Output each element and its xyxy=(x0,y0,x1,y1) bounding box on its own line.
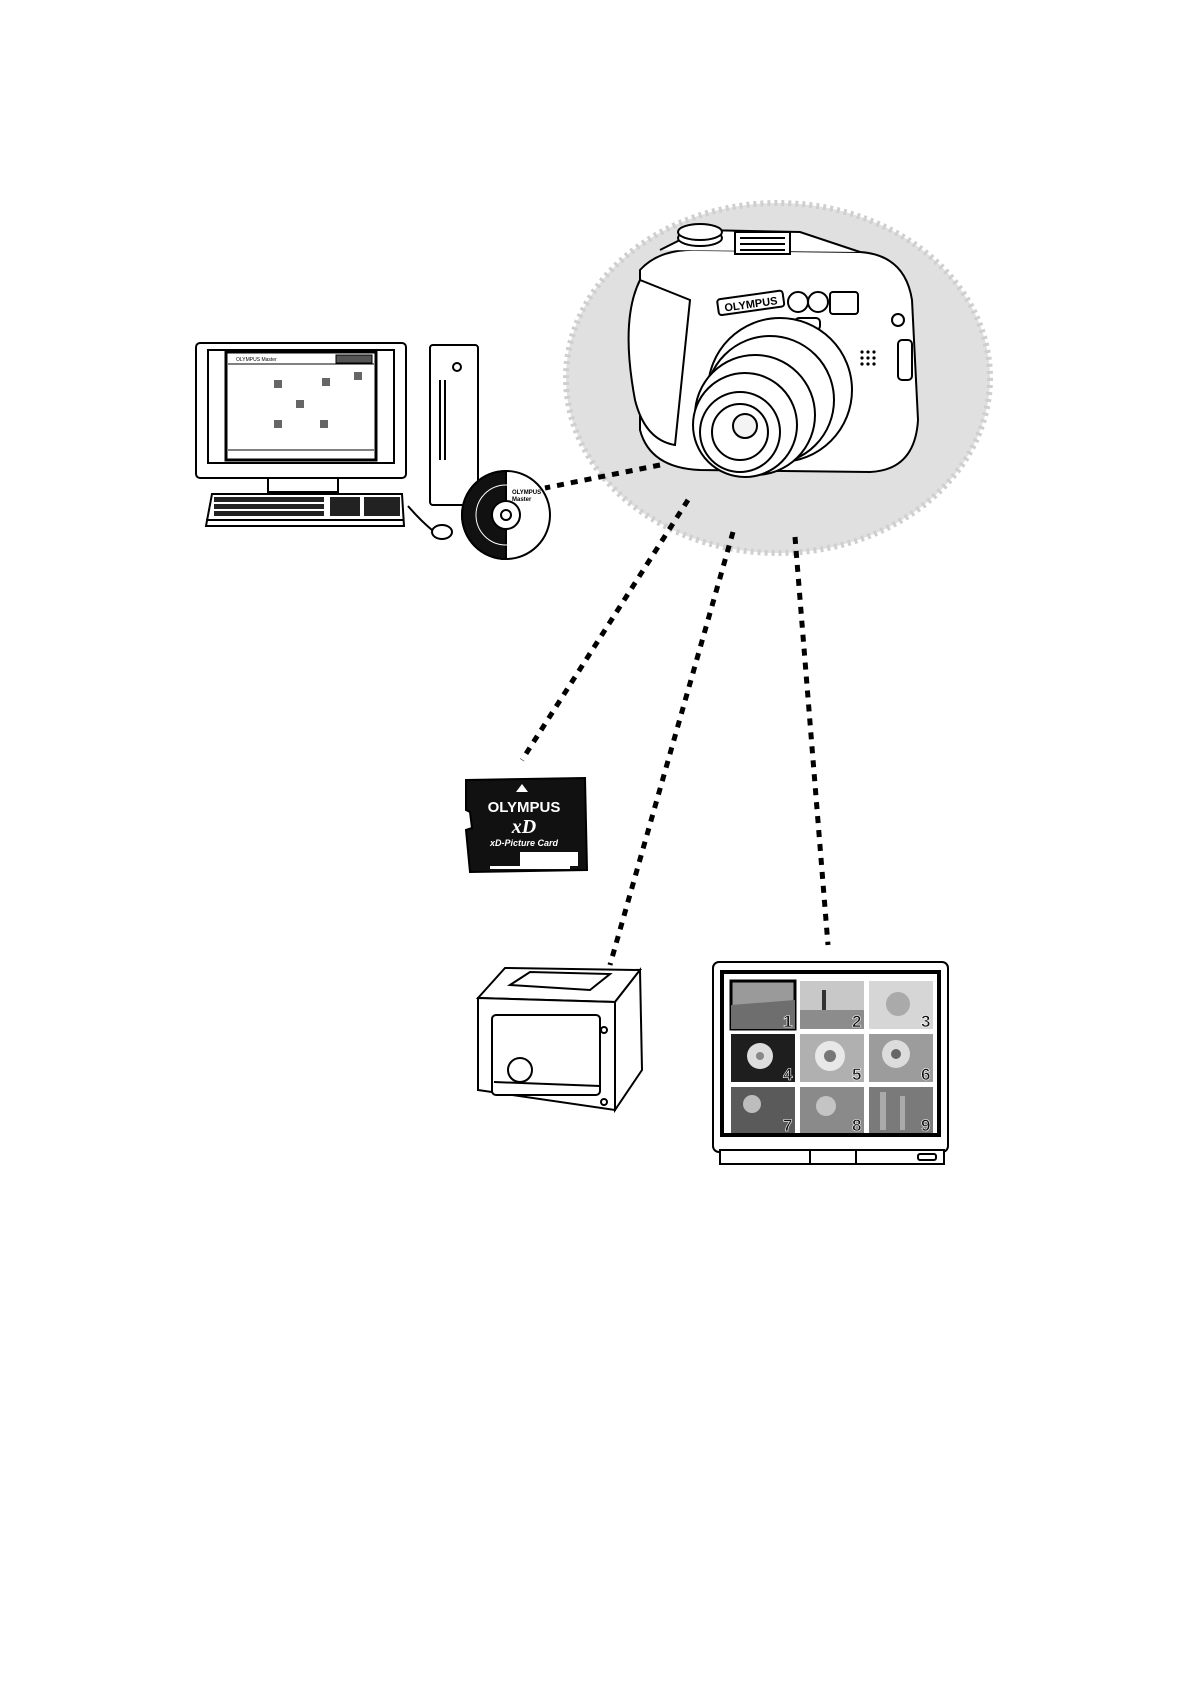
thumbnail-4: 4 xyxy=(731,1034,795,1084)
camera-illustration: OLYMPUS xyxy=(627,223,920,478)
xd-card-name: xD-Picture Card xyxy=(489,838,559,848)
thumbnail-number-3: 3 xyxy=(921,1012,930,1031)
thumbnail-number-6: 6 xyxy=(921,1065,930,1084)
xd-card-brand: OLYMPUS xyxy=(488,799,561,816)
cdrom-label-line1: OLYMPUS xyxy=(512,490,541,496)
thumbnail-2: 2 xyxy=(800,981,864,1031)
xd-picture-card: OLYMPUS xD xD-Picture Card xyxy=(464,776,589,874)
thumbnail-3: 3 xyxy=(869,981,933,1031)
line-camera-to-tv xyxy=(792,536,831,946)
thumbnail-9: 9 xyxy=(869,1087,933,1135)
monitor-screen-icons xyxy=(274,372,362,428)
connection-lines xyxy=(519,462,831,966)
line-camera-to-card xyxy=(519,498,691,762)
xd-card-logo: xD xyxy=(511,816,536,838)
thumbnail-1: 1 xyxy=(729,979,797,1031)
printer-illustration xyxy=(475,966,644,1114)
tv-thumbnail-grid: 1 2 3 4 5 6 xyxy=(729,979,933,1135)
computer-illustration: OLYMPUS Master xyxy=(195,342,479,540)
thumbnail-number-8: 8 xyxy=(852,1116,861,1135)
thumbnail-number-9: 9 xyxy=(921,1116,930,1135)
cdrom-disc: OLYMPUS Master xyxy=(461,469,551,561)
keyboard-keys xyxy=(214,497,400,516)
thumbnail-8: 8 xyxy=(800,1087,864,1135)
monitor-app-title: OLYMPUS Master xyxy=(236,357,277,363)
thumbnail-number-5: 5 xyxy=(852,1065,861,1084)
thumbnail-5: 5 xyxy=(800,1034,864,1084)
thumbnail-number-4: 4 xyxy=(783,1065,793,1084)
thumbnail-number-1: 1 xyxy=(783,1012,792,1031)
thumbnail-7: 7 xyxy=(731,1087,795,1135)
thumbnail-number-7: 7 xyxy=(783,1116,792,1135)
line-camera-to-printer xyxy=(607,531,736,966)
thumbnail-number-2: 2 xyxy=(852,1012,861,1031)
cdrom-label-line2: Master xyxy=(512,497,532,503)
line-camera-to-computer xyxy=(544,462,661,491)
thumbnail-6: 6 xyxy=(869,1034,933,1084)
